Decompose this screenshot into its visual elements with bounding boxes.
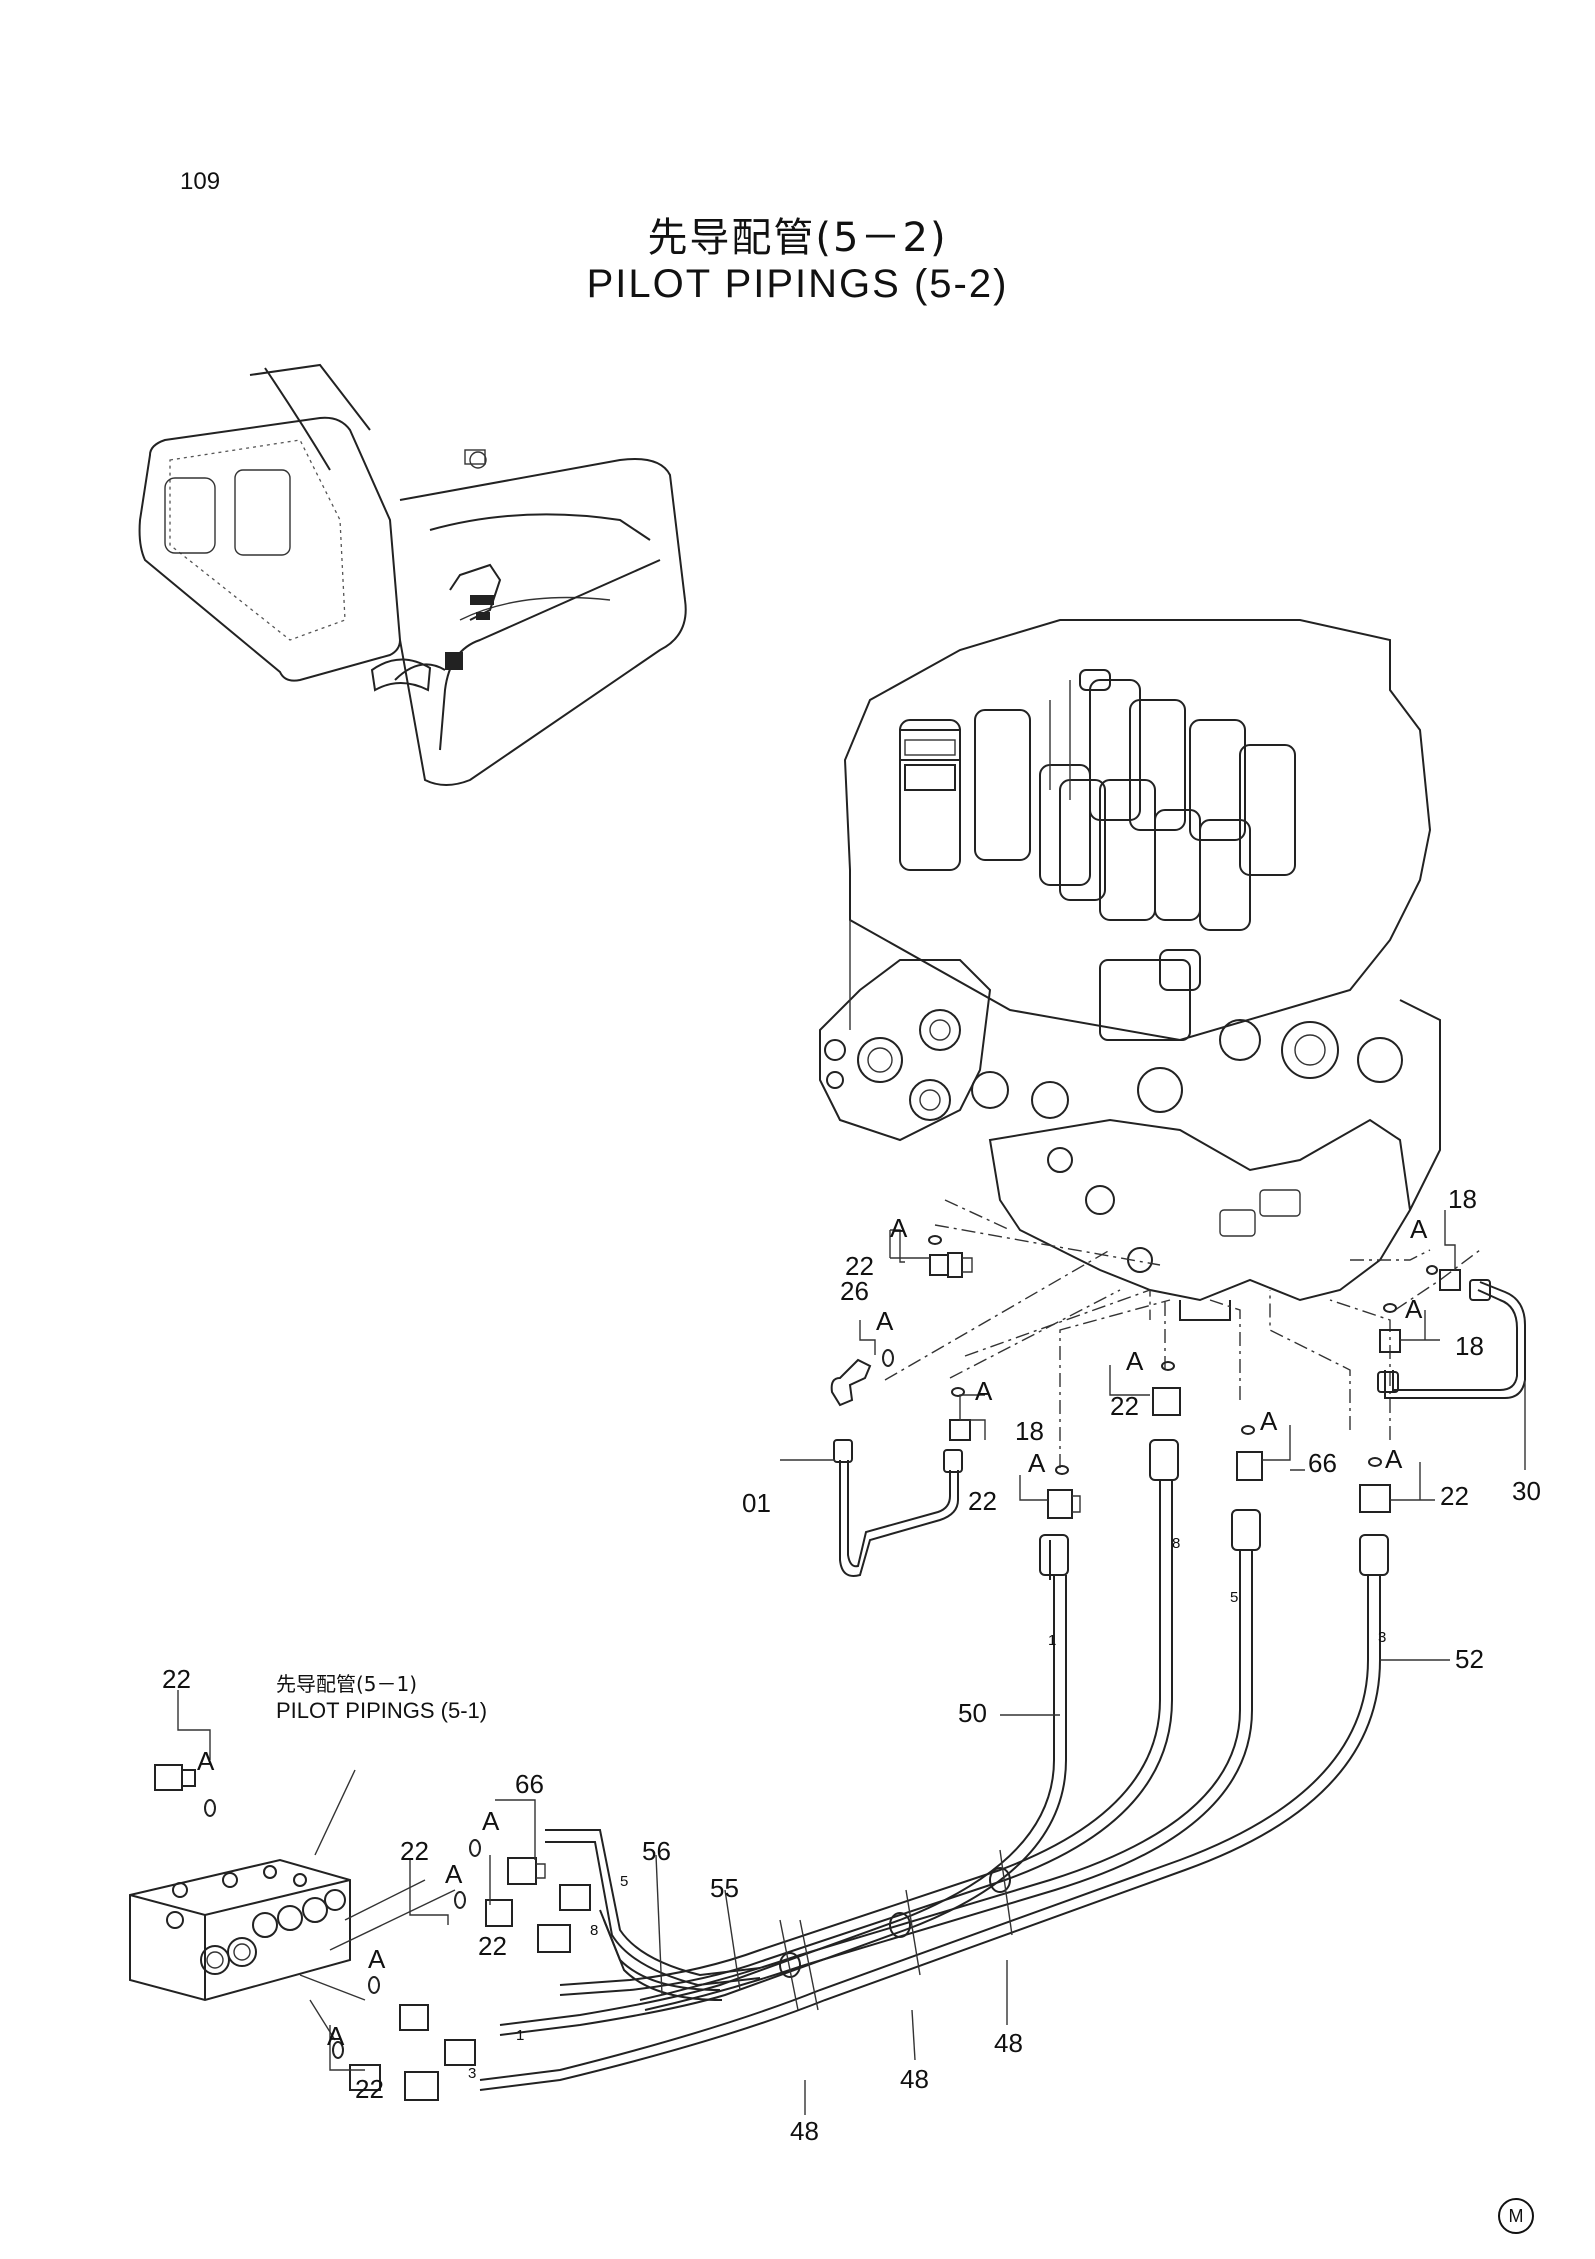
hose-mark: 5: [620, 1873, 628, 1890]
hose-bundle: [479, 1439, 1389, 2091]
page-number: 109: [180, 168, 221, 195]
hose-mark: 5: [1230, 1589, 1238, 1606]
a-marker: A: [445, 1859, 463, 1889]
callout-22-block-low: 22: [478, 1931, 507, 1961]
callout-22-right: 22: [1440, 1481, 1469, 1511]
hose-markings: 8 5 3 1 5 8 1 3: [468, 1535, 1386, 2082]
callout-22-block-bottom: 22: [355, 2074, 384, 2104]
title-japanese: 先导配管(5－2): [647, 215, 948, 261]
a-marker: A: [876, 1306, 894, 1336]
callout-18-top: 18: [1448, 1184, 1477, 1214]
callout-52: 52: [1455, 1644, 1484, 1674]
callout-22-block-mid: 22: [400, 1836, 429, 1866]
excavator-overview-illustration: [138, 363, 687, 786]
lower-callout-brackets: [177, 1690, 1008, 2115]
a-marker: A: [1260, 1406, 1278, 1436]
a-marker: A: [1385, 1444, 1403, 1474]
callout-01: 01: [742, 1488, 771, 1518]
reference-title-english: PILOT PIPINGS (5-1): [276, 1698, 488, 1723]
hose-mark: 3: [1378, 1629, 1386, 1646]
a-marker: A: [1405, 1294, 1423, 1324]
a-marker: A: [975, 1376, 993, 1406]
title-english: PILOT PIPINGS (5-2): [586, 262, 1009, 306]
a-marker: A: [197, 1746, 215, 1776]
callout-30: 30: [1512, 1476, 1541, 1506]
callout-48-mid: 48: [900, 2064, 929, 2094]
hose-mark: 8: [1172, 1535, 1180, 1552]
callout-18-left: 18: [1015, 1416, 1044, 1446]
a-marker: A: [482, 1806, 500, 1836]
callout-22-center: 22: [1110, 1391, 1139, 1421]
callout-48-left: 48: [790, 2116, 819, 2146]
callout-55: 55: [710, 1873, 739, 1903]
callout-66-upper: 66: [1308, 1448, 1337, 1478]
hose-mark: 1: [1048, 1632, 1056, 1649]
a-marker: A: [1410, 1214, 1428, 1244]
a-markers: A A A A A A A A A A A A A A: [197, 1213, 1428, 2051]
hose-mark: 3: [468, 2065, 476, 2082]
corner-mark: M: [1498, 2198, 1534, 2234]
pilot-block-assembly: [129, 1764, 591, 2101]
upper-callout-brackets: [780, 1210, 1526, 1716]
reference-title-japanese: 先导配管(5－1): [276, 1672, 418, 1696]
hose-mark: 8: [590, 1922, 598, 1939]
a-marker: A: [890, 1213, 908, 1243]
upper-fittings: [830, 1235, 1526, 1577]
callout-22-left: 22: [968, 1486, 997, 1516]
callout-48-right: 48: [994, 2028, 1023, 2058]
a-marker: A: [327, 2021, 345, 2051]
hose-mark: 1: [516, 2027, 524, 2044]
callout-56: 56: [642, 1836, 671, 1866]
callout-22-upper: 22: [845, 1251, 874, 1281]
a-marker: A: [1028, 1448, 1046, 1478]
callout-22-block-top: 22: [162, 1664, 191, 1694]
control-valve-assembly: [819, 619, 1441, 1321]
a-marker: A: [368, 1944, 386, 1974]
callout-labels: 18 18 18 22 22 22 22 22 22 22 22 26 30 0…: [162, 1184, 1541, 2146]
a-marker: A: [1126, 1346, 1144, 1376]
assembly-leader-lines: [884, 1199, 1481, 1468]
callout-50: 50: [958, 1698, 987, 1728]
callout-26: 26: [840, 1276, 869, 1306]
callout-18-mid: 18: [1455, 1331, 1484, 1361]
callout-66-lower: 66: [515, 1769, 544, 1799]
